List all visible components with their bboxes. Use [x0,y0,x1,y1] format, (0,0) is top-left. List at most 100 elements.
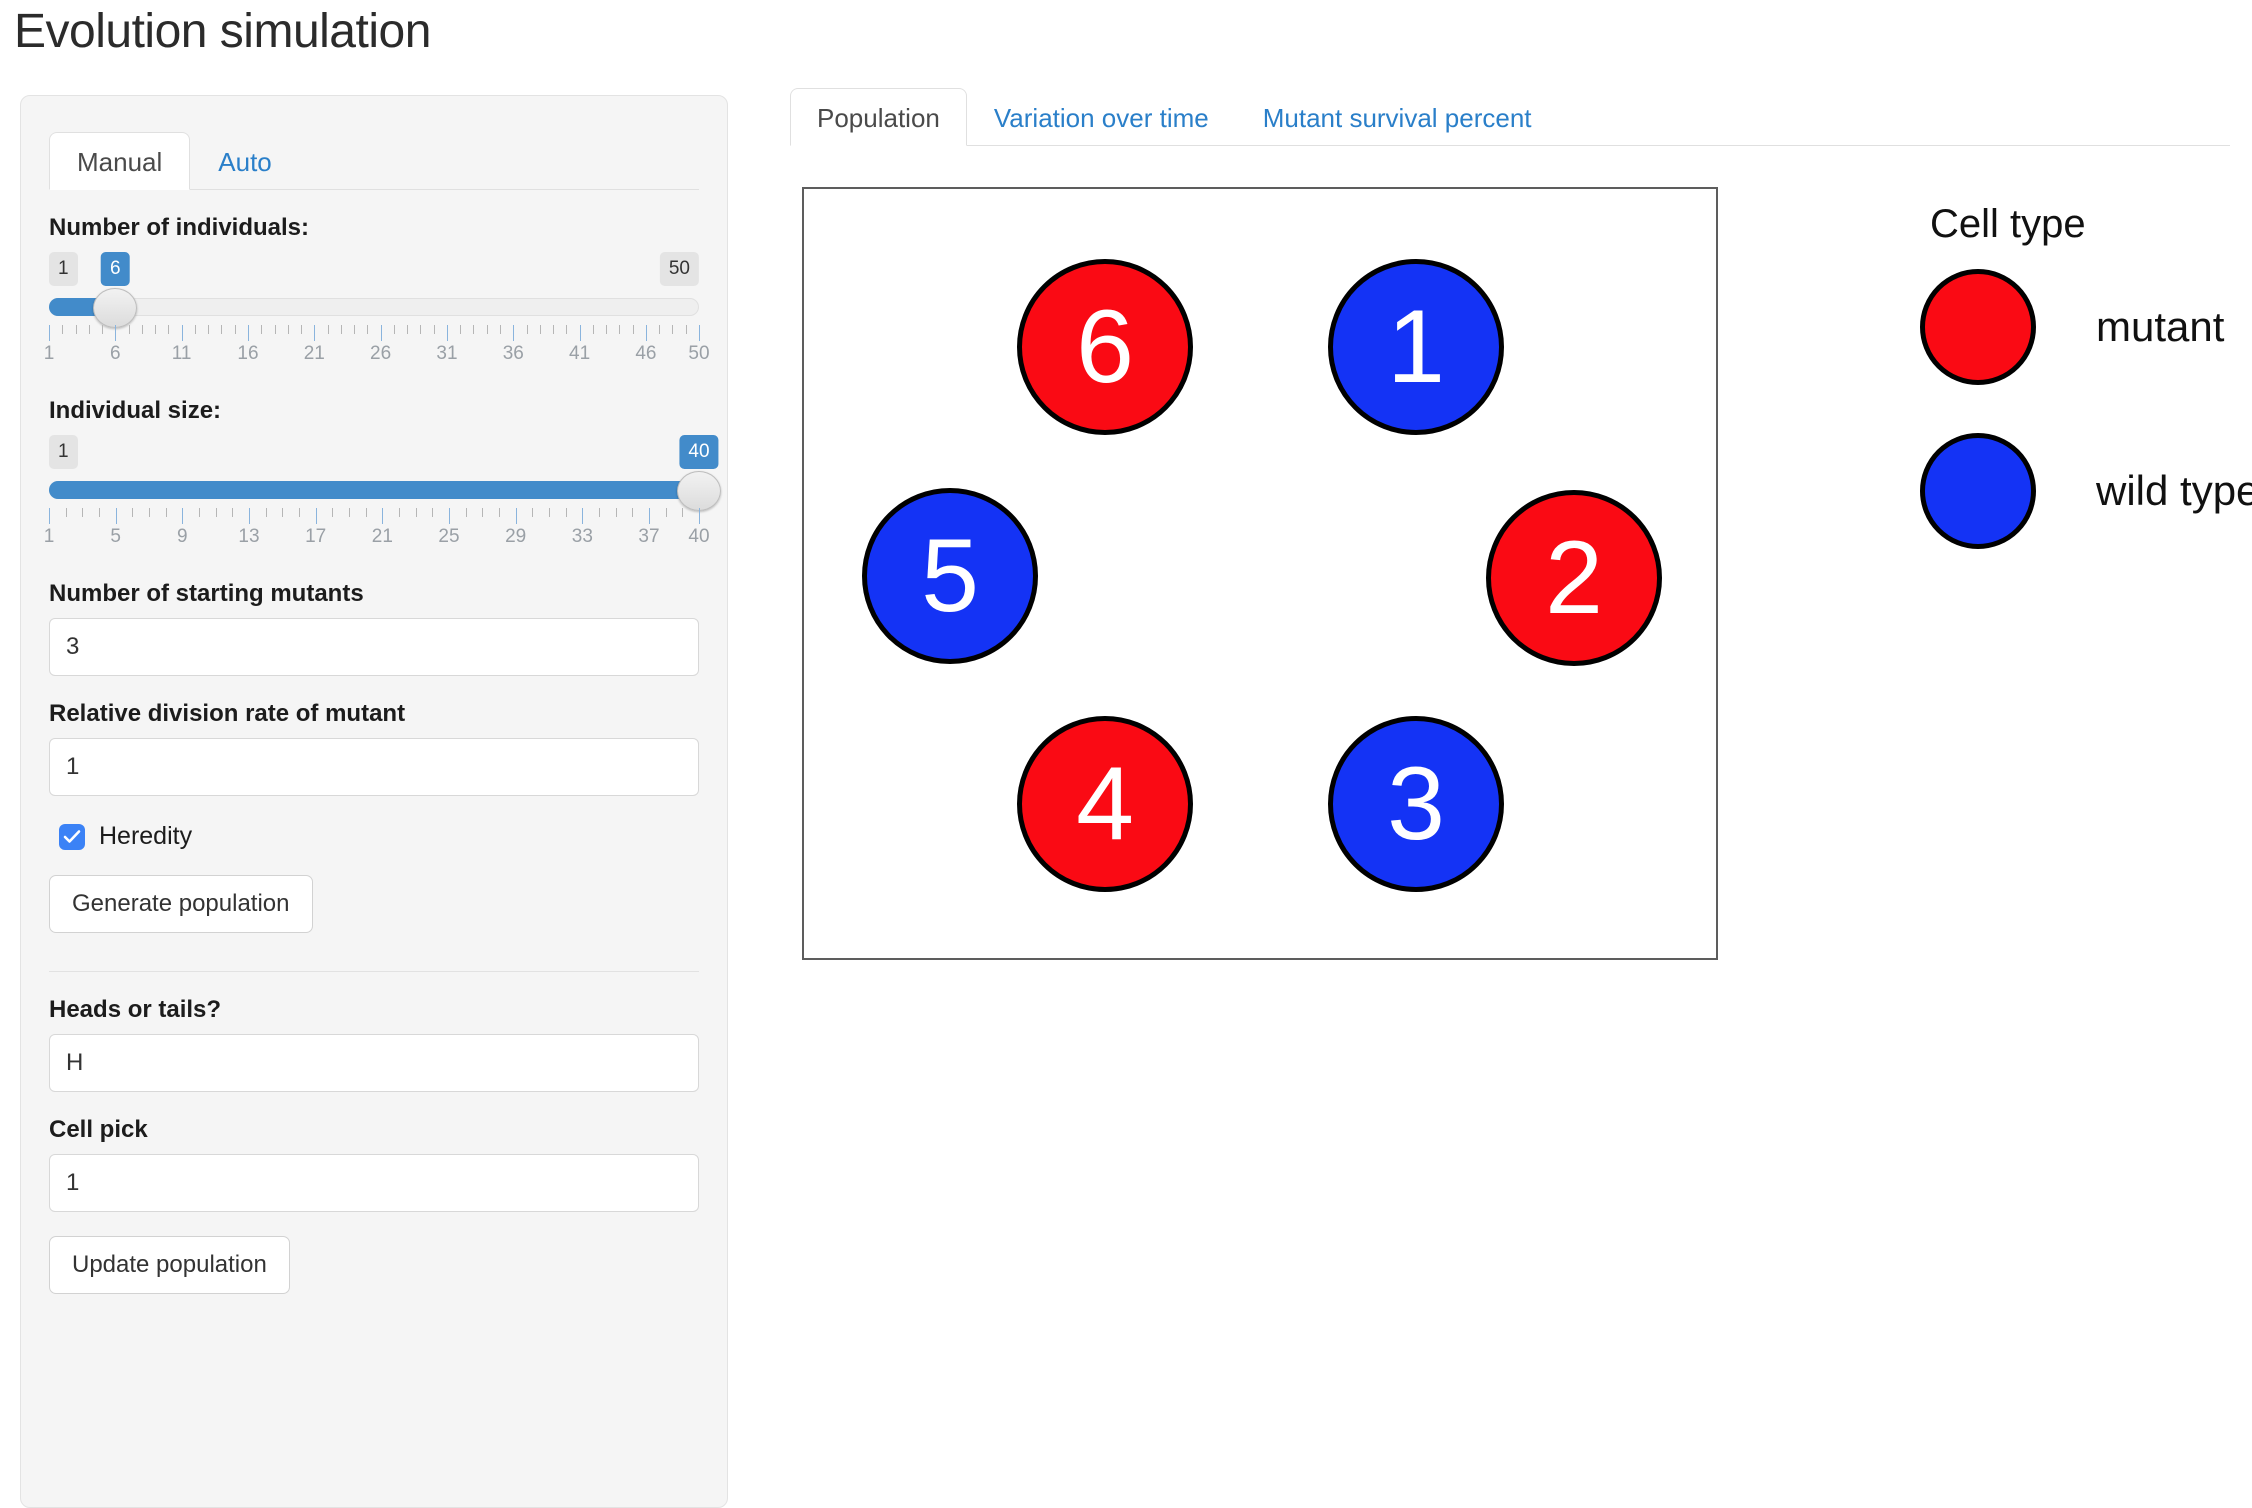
slider-chips-size: 1 40 [49,435,719,469]
tab-mutant-survival-percent[interactable]: Mutant survival percent [1262,103,1532,133]
update-population-button[interactable]: Update population [49,1236,290,1294]
slider-tick-label: 37 [638,526,660,547]
slider-tick [340,325,342,334]
heads-or-tails-input[interactable] [49,1034,699,1092]
legend-swatch-wild-type-icon [1920,433,2036,549]
slider-tick [354,325,356,334]
slider-tick [128,325,130,334]
sidebar-tabstrip: Manual Auto [49,126,699,190]
population-cell-5[interactable]: 5 [862,488,1038,664]
population-cell-3[interactable]: 3 [1328,716,1504,892]
slider-tick [365,508,367,517]
slider-tick-label: 6 [110,343,121,364]
slider-tick [315,508,317,524]
slider-tick [208,325,210,334]
slider-tick [579,325,581,341]
slider-handle-size[interactable] [677,471,721,511]
slider-tick-label: 26 [370,343,392,364]
slider-tick-label: 40 [688,526,710,547]
legend-label-mutant: mutant [2096,303,2225,350]
slider-tick [149,508,150,517]
tab-population[interactable]: Population [790,88,967,146]
control-sidebar: Manual Auto Number of individuals: 1 6 5… [20,95,728,1508]
slider-tick-label: 13 [238,526,260,547]
slider-rail-size[interactable] [49,471,721,511]
population-cell-1[interactable]: 1 [1328,259,1504,435]
slider-tick [194,325,196,334]
slider-rail-individuals[interactable] [49,288,699,328]
slider-tick [248,508,250,524]
slider-tick [232,508,234,517]
slider-tick [132,508,134,517]
population-cell-2[interactable]: 2 [1486,490,1662,666]
heredity-label[interactable]: Heredity [99,822,193,850]
section-divider [49,971,699,972]
tab-manual[interactable]: Manual [49,132,191,190]
slider-tick [619,325,621,334]
slider-tick [234,325,236,334]
slider-tick-label: 25 [438,526,460,547]
page-title: Evolution simulation [14,5,431,58]
division-rate-input[interactable] [49,738,699,796]
slider-tick [332,508,334,517]
slider-tick [314,325,316,341]
slider-tick [88,325,90,334]
slider-tick [532,508,534,517]
label-cell-pick: Cell pick [49,1116,148,1143]
slider-tick [115,325,117,341]
label-heads-or-tails: Heads or tails? [49,996,222,1023]
slider-tick [592,325,594,334]
slider-tick [598,508,600,517]
slider-tick [473,325,475,334]
slider-value-chip-individuals: 6 [101,252,130,286]
label-individual-size: Individual size: [49,397,222,424]
slider-tick [75,325,77,334]
slider-tick [482,508,484,517]
slider-tick [448,508,450,524]
legend-label-wild-type: wild type [2096,467,2252,514]
tab-auto[interactable]: Auto [218,147,272,177]
tab-variation-over-time[interactable]: Variation over time [993,103,1209,133]
slider-tick [420,325,422,334]
slider-tick [287,325,289,334]
slider-tick [165,508,167,517]
slider-ticks-individuals [49,325,700,343]
slider-min-chip-individuals: 1 [49,252,78,286]
cell-pick-input[interactable] [49,1154,699,1212]
slider-handle-individuals[interactable] [93,288,138,328]
checkmark-icon[interactable] [59,823,85,850]
slider-tick [500,325,502,334]
legend-swatch-mutant-icon [1920,269,2036,385]
slider-tick [82,508,84,517]
slider-tick [553,325,555,334]
slider-tick [659,325,661,334]
starting-mutants-input[interactable] [49,618,699,676]
slider-tick [465,508,467,517]
slider-tick [141,325,143,334]
slider-tick [382,508,384,524]
slider-tick [199,508,200,517]
heredity-checkbox-row[interactable]: Heredity [59,822,699,851]
slider-tick [645,325,647,341]
slider-tick [282,508,284,517]
slider-tick [98,508,100,517]
slider-tick [215,508,217,517]
generate-population-button[interactable]: Generate population [49,875,313,933]
slider-tick [102,325,104,334]
slider-tick-label: 16 [237,343,259,364]
main-tabstrip: Population Variation over time Mutant su… [790,82,2230,146]
slider-tick [526,325,528,334]
population-cell-4[interactable]: 4 [1017,716,1193,892]
slider-tick-label: 21 [303,343,325,364]
slider-tick-label: 29 [505,526,527,547]
legend-row-mutant: mutant [1920,269,2252,385]
slider-tick [398,508,400,517]
slider-tick [499,508,500,517]
slider-tick-label: 36 [502,343,524,364]
population-cell-6[interactable]: 6 [1017,259,1193,435]
